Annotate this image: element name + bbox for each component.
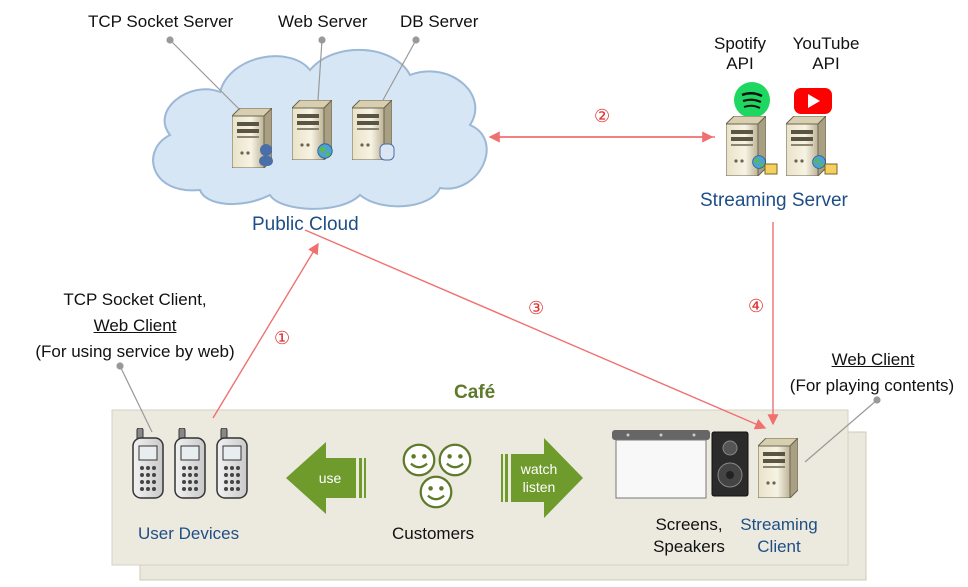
tcp-socket-server-icon xyxy=(232,108,273,168)
cafe-title: Café xyxy=(454,382,496,403)
screens-speakers-label: Screens, Speakers xyxy=(653,515,725,556)
tcp-socket-server-label: TCP Socket Server xyxy=(88,12,234,31)
connector-1 xyxy=(212,242,319,419)
use-label: use xyxy=(318,470,342,486)
customers-label: Customers xyxy=(392,524,475,543)
public-cloud-label: Public Cloud xyxy=(252,214,359,235)
connector-3 xyxy=(304,229,767,430)
cloud-label-pointers xyxy=(166,36,420,111)
streaming-client-icon xyxy=(758,438,798,498)
client-left-line2: Web Client xyxy=(93,316,177,335)
web-server-label: Web Server xyxy=(278,12,368,31)
youtube-api-label: YouTube API xyxy=(792,34,860,73)
client-left-line1: TCP Socket Client, xyxy=(63,290,207,309)
user-devices-label: User Devices xyxy=(138,524,240,543)
client-right-line2: (For playing contents) xyxy=(789,376,955,395)
db-server-label: DB Server xyxy=(400,12,479,31)
step-4-label: ④ xyxy=(748,296,765,316)
use-arrow xyxy=(286,442,366,514)
watch-listen-label: watch listen xyxy=(520,461,558,495)
streaming-server-icon xyxy=(726,116,838,176)
connectors xyxy=(212,131,779,430)
step-1-label: ① xyxy=(274,328,291,348)
web-server-icon xyxy=(292,100,333,160)
streaming-server-label: Streaming Server xyxy=(700,190,848,211)
step-2-label: ② xyxy=(594,106,611,126)
speaker-icon xyxy=(711,431,749,497)
spotify-api-label: Spotify API xyxy=(714,34,766,73)
phone-icon xyxy=(132,428,248,499)
spotify-icon xyxy=(734,82,770,118)
client-left-line3: (For using service by web) xyxy=(35,342,235,361)
client-right-line1: Web Client xyxy=(831,350,915,369)
db-server-icon xyxy=(352,100,395,161)
step-3-label: ③ xyxy=(528,298,545,318)
client-label-pointers xyxy=(116,362,881,463)
youtube-icon xyxy=(794,88,832,114)
watch-listen-arrow xyxy=(501,438,583,518)
streaming-client-label: Streaming Client xyxy=(740,515,818,556)
screen-icon xyxy=(612,430,710,499)
